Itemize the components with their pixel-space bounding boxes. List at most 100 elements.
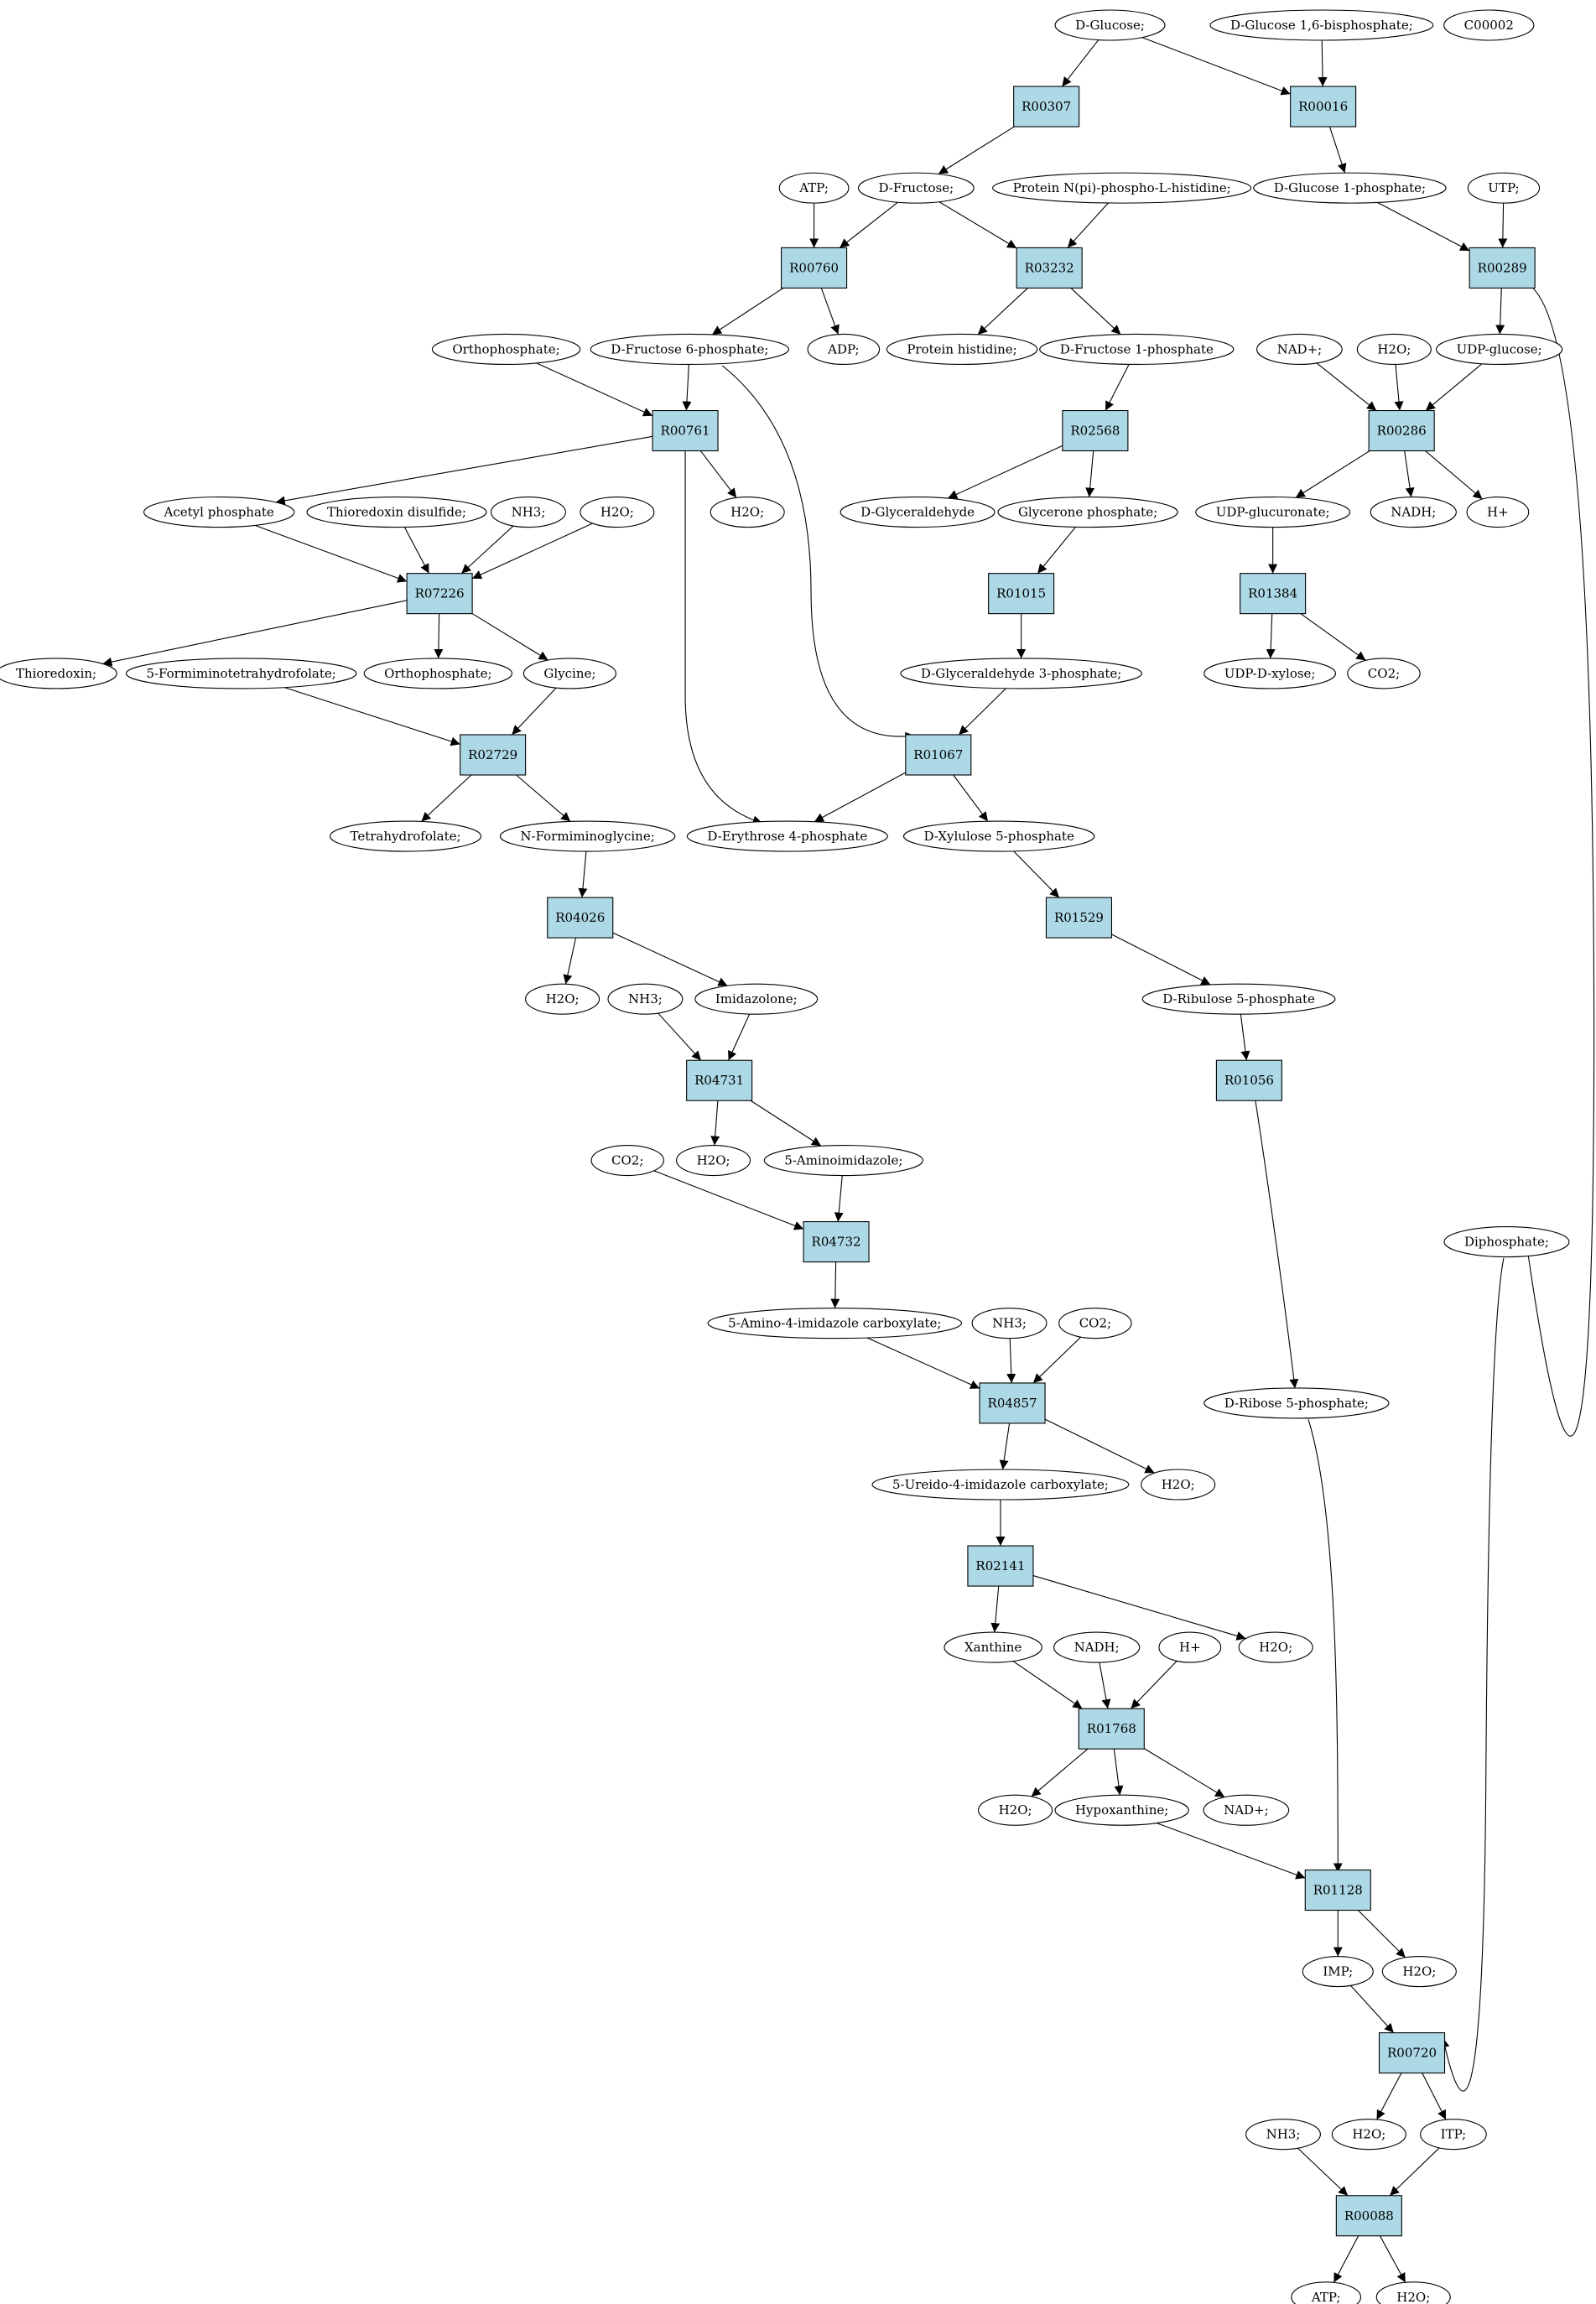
compound-node-h2o: H2O; [978,1794,1053,1826]
edge-n87-to-n88 [1333,2235,1359,2283]
compound-node-h2o: H2O; [676,1144,751,1177]
compound-node-atp: ATP; [1291,2281,1362,2304]
edge-n87-to-n89 [1379,2235,1406,2283]
reaction-node-r00720: R00720 [1378,2032,1446,2074]
reaction-node-r04732: R04732 [803,1221,870,1263]
compound-ellipse [491,497,566,528]
compound-ellipse [1347,658,1421,689]
compound-node-nh3: NH3; [971,1308,1048,1339]
compound-ellipse [857,172,975,204]
node-label: R01529 [1054,910,1104,925]
edge-n78-to-n80 [1156,1823,1306,1880]
compound-ellipse [886,333,1038,366]
node-label: H2O; [600,505,634,520]
reaction-node-r01529: R01529 [1045,897,1113,939]
compound-node-d-glyceraldehyde-3-phosphate: D-Glyceraldehyde 3-phosphate; [900,658,1142,689]
node-label: UDP-glucuronate; [1216,505,1330,520]
compound-ellipse [900,658,1142,689]
compound-ellipse [778,172,850,204]
edge-n1-to-n5 [1141,37,1291,96]
compound-ellipse [590,1144,664,1177]
compound-node-d-ribose-5-phosphate: D-Ribose 5-phosphate; [1203,1387,1390,1419]
node-label: NAD+; [1224,1802,1269,1818]
compound-ellipse [1253,172,1447,204]
node-label: H2O; [697,1153,730,1168]
reaction-box [1378,2032,1446,2074]
edge-n39-to-n45 [284,687,460,746]
compound-node-h2o: H2O; [1238,1631,1313,1663]
reaction-box [781,247,848,289]
node-label: R00289 [1478,260,1527,275]
reaction-box [979,1382,1046,1424]
edge-n68-to-n70 [1044,1418,1155,1474]
reaction-box [1215,1059,1282,1101]
edge-n12-to-n17 [977,288,1028,335]
reaction-box [1368,409,1435,452]
compound-ellipse [1291,2281,1362,2304]
compound-node-d-xylulose-5-phosphate: D-Xylulose 5-phosphate [902,820,1095,852]
compound-ellipse [607,983,684,1015]
node-label: CO2; [1079,1316,1111,1331]
reaction-box [1290,86,1357,127]
compound-node-d-glucose-1-6-bisphosphate: D-Glucose 1,6-bisphosphate; [1209,9,1434,41]
compound-node-protein-histidine: Protein histidine; [886,333,1038,366]
node-label: R04026 [555,910,605,925]
edge-n13-to-n63 [1521,288,1595,1437]
node-label: R04732 [812,1235,861,1250]
node-label: NH3; [992,1316,1027,1331]
edge-n2-to-n5 [1318,39,1328,87]
compound-ellipse [1245,2119,1321,2151]
node-label: H+ [1179,1640,1201,1655]
node-label: R04731 [694,1073,744,1088]
node-label: CO2; [1368,666,1400,681]
compound-node-co2: CO2; [590,1144,664,1177]
node-label: H+ [1487,505,1509,520]
compound-node-d-erythrose-4-phosphate: D-Erythrose 4-phosphate [686,820,888,852]
reaction-box [1078,1708,1145,1750]
node-label: ATP; [798,180,829,195]
compound-ellipse [1158,1631,1222,1663]
reaction-node-r01128: R01128 [1304,1869,1371,1911]
node-label: Hypoxanthine; [1075,1802,1168,1818]
node-label: H2O; [999,1802,1032,1818]
compound-node-tetrahydrofolate: Tetrahydrofolate; [329,820,482,852]
compound-node-udp-glucose: UDP-glucose; [1436,333,1563,366]
compound-node-imidazolone: Imidazolone; [694,983,819,1015]
compound-ellipse [1356,333,1432,366]
edge-n13-to-n21 [1495,288,1505,335]
reaction-node-r03232: R03232 [1016,247,1083,289]
node-label: R03232 [1025,260,1074,275]
edge-n76-to-n78 [1113,1749,1124,1796]
compound-ellipse [997,497,1178,528]
edge-n58-to-n67 [1254,1098,1299,1389]
compound-node-h2o: H2O; [710,497,785,528]
compound-ellipse [676,1144,751,1177]
node-label: H2O; [1402,1964,1436,1979]
compound-node-h2o: H2O; [1141,1469,1216,1500]
node-label: H2O; [546,991,580,1006]
node-label: R00761 [661,424,710,439]
reaction-node-r00289: R00289 [1469,247,1536,289]
edge-n22-to-n29 [699,450,737,498]
edge-n37-to-n43 [1266,613,1276,658]
compound-ellipse [1256,333,1343,366]
compound-ellipse [522,658,616,689]
compound-node-nh3: NH3; [491,497,566,528]
node-label: NH3; [628,991,663,1006]
node-label: D-Glyceraldehyde [860,505,975,520]
edge-n26-to-n35 [403,527,429,574]
reaction-node-r00286: R00286 [1368,409,1435,452]
node-label: R00760 [789,260,839,275]
node-label: CO2; [611,1153,643,1168]
edge-n23-to-n30 [948,445,1063,499]
node-label: D-Fructose; [878,180,954,195]
compound-node-d-glyceraldehyde: D-Glyceraldehyde [840,497,996,528]
edge-n83-to-n85 [1376,2073,1402,2120]
compound-ellipse [686,820,888,852]
edge-n59-to-n62 [653,1170,804,1230]
reaction-node-r02141: R02141 [967,1545,1034,1587]
compound-ellipse [694,983,819,1015]
compound-node-glycerone-phosphate: Glycerone phosphate; [997,497,1178,528]
node-label: R07226 [415,586,465,601]
compound-ellipse [840,497,996,528]
